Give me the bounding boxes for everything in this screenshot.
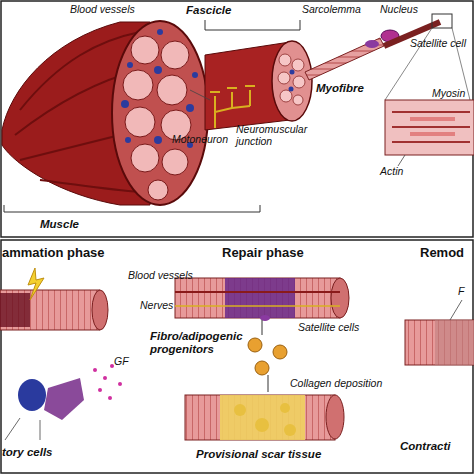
- panel-frame: [1, 240, 473, 473]
- part-label: Provisional scar tissue: [196, 448, 321, 461]
- part-label: Blood vessels: [70, 4, 135, 16]
- panel-frame: [1, 1, 473, 237]
- part-label: Fibro/adipogenic progenitors: [150, 330, 240, 355]
- sarcomere-box: [385, 100, 474, 155]
- part-label: Sarcolemma: [302, 4, 361, 16]
- part-label: tory cells: [2, 446, 53, 459]
- phase-heading: Repair phase: [222, 246, 304, 260]
- part-label: F: [458, 286, 464, 298]
- part-label: Muscle: [40, 218, 79, 231]
- motoneuron-symbol: [210, 86, 255, 128]
- part-label: Satellite cells: [298, 322, 359, 334]
- part-label: Nucleus: [380, 4, 418, 16]
- part-label: Contracti: [400, 440, 450, 453]
- part-label: GF: [114, 356, 129, 368]
- part-label: Actin: [380, 166, 403, 178]
- part-label: Fascicle: [186, 4, 231, 17]
- part-label: Collagen deposition: [290, 378, 382, 390]
- myofibre-rod: [305, 38, 384, 80]
- injury-bolt: [28, 268, 44, 300]
- part-label: Motoneuron: [172, 134, 228, 146]
- part-label: Nerves: [140, 300, 173, 312]
- part-label: Myosin: [432, 88, 465, 100]
- part-label: Satellite cell: [410, 38, 466, 50]
- phase-heading: Remod: [420, 246, 464, 260]
- zoom-box: [432, 14, 452, 28]
- part-label: Neuromuscular junction: [236, 124, 300, 147]
- part-label: Myofibre: [316, 82, 364, 95]
- part-label: Blood vessels: [128, 270, 193, 282]
- phase-heading: ammation phase: [2, 246, 105, 260]
- satellite-cell: [365, 40, 379, 48]
- muscle-bracket: [4, 205, 260, 212]
- muscle-section: [112, 21, 208, 205]
